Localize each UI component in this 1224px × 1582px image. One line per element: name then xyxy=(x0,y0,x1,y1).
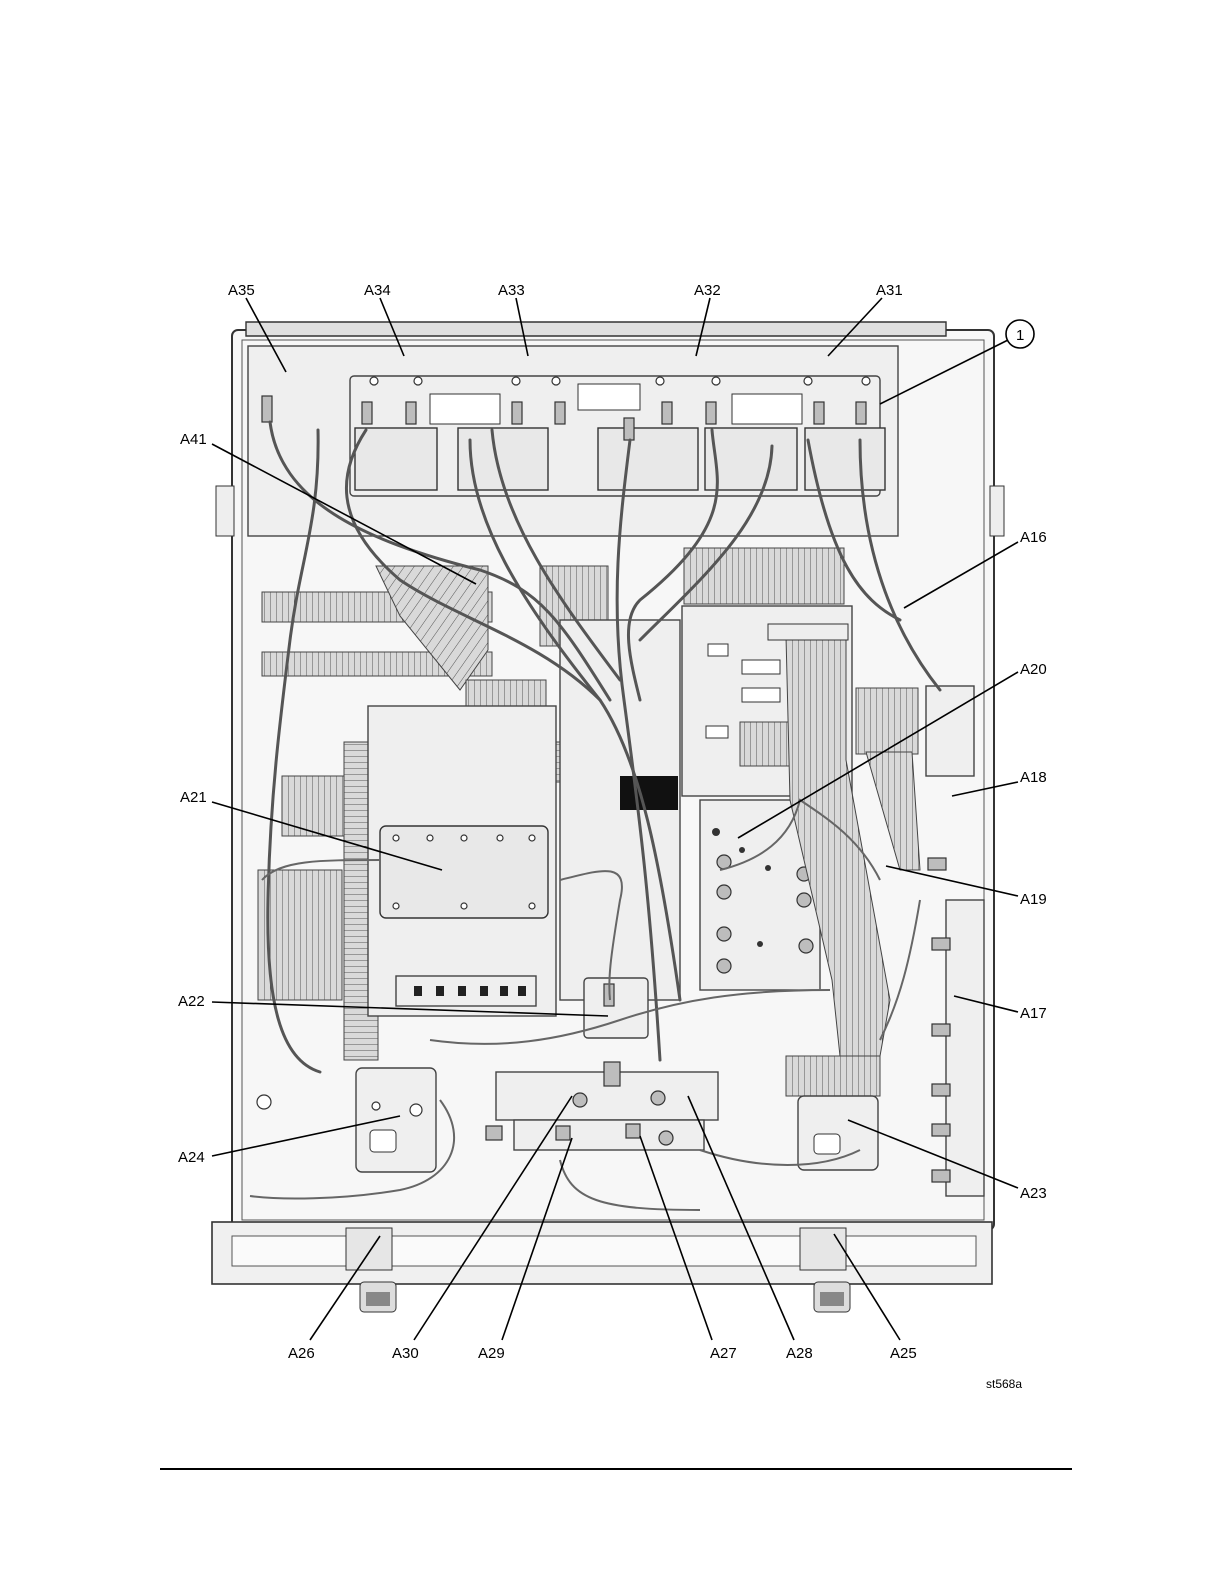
callout-a19: A19 xyxy=(1020,891,1047,908)
callout-a41: A41 xyxy=(180,431,207,448)
callout-a16: A16 xyxy=(1020,529,1047,546)
callout-item1: 1 xyxy=(1016,327,1024,344)
callout-a24: A24 xyxy=(178,1149,205,1166)
cable-tie-block xyxy=(620,776,678,810)
top-module-bracket xyxy=(248,346,898,536)
top-rail xyxy=(246,322,946,336)
top-right-ribbon xyxy=(684,548,844,604)
callout-a17: A17 xyxy=(1020,1005,1047,1022)
callout-a31: A31 xyxy=(876,282,903,299)
callout-a35: A35 xyxy=(228,282,255,299)
callout-a27: A27 xyxy=(710,1345,737,1362)
callout-a33: A33 xyxy=(498,282,525,299)
callout-a23: A23 xyxy=(1020,1185,1047,1202)
callout-a26: A26 xyxy=(288,1345,315,1362)
callout-a34: A34 xyxy=(364,282,391,299)
callout-a18: A18 xyxy=(1020,769,1047,786)
figure-id: st568a xyxy=(986,1377,1022,1391)
callout-a32: A32 xyxy=(694,282,721,299)
callout-a21: A21 xyxy=(180,789,207,806)
callout-a25: A25 xyxy=(890,1345,917,1362)
callout-a30: A30 xyxy=(392,1345,419,1362)
callout-a28: A28 xyxy=(786,1345,813,1362)
callout-a22: A22 xyxy=(178,993,205,1010)
chassis-drawing xyxy=(212,322,1004,1312)
callout-a29: A29 xyxy=(478,1345,505,1362)
callout-a20: A20 xyxy=(1020,661,1047,678)
